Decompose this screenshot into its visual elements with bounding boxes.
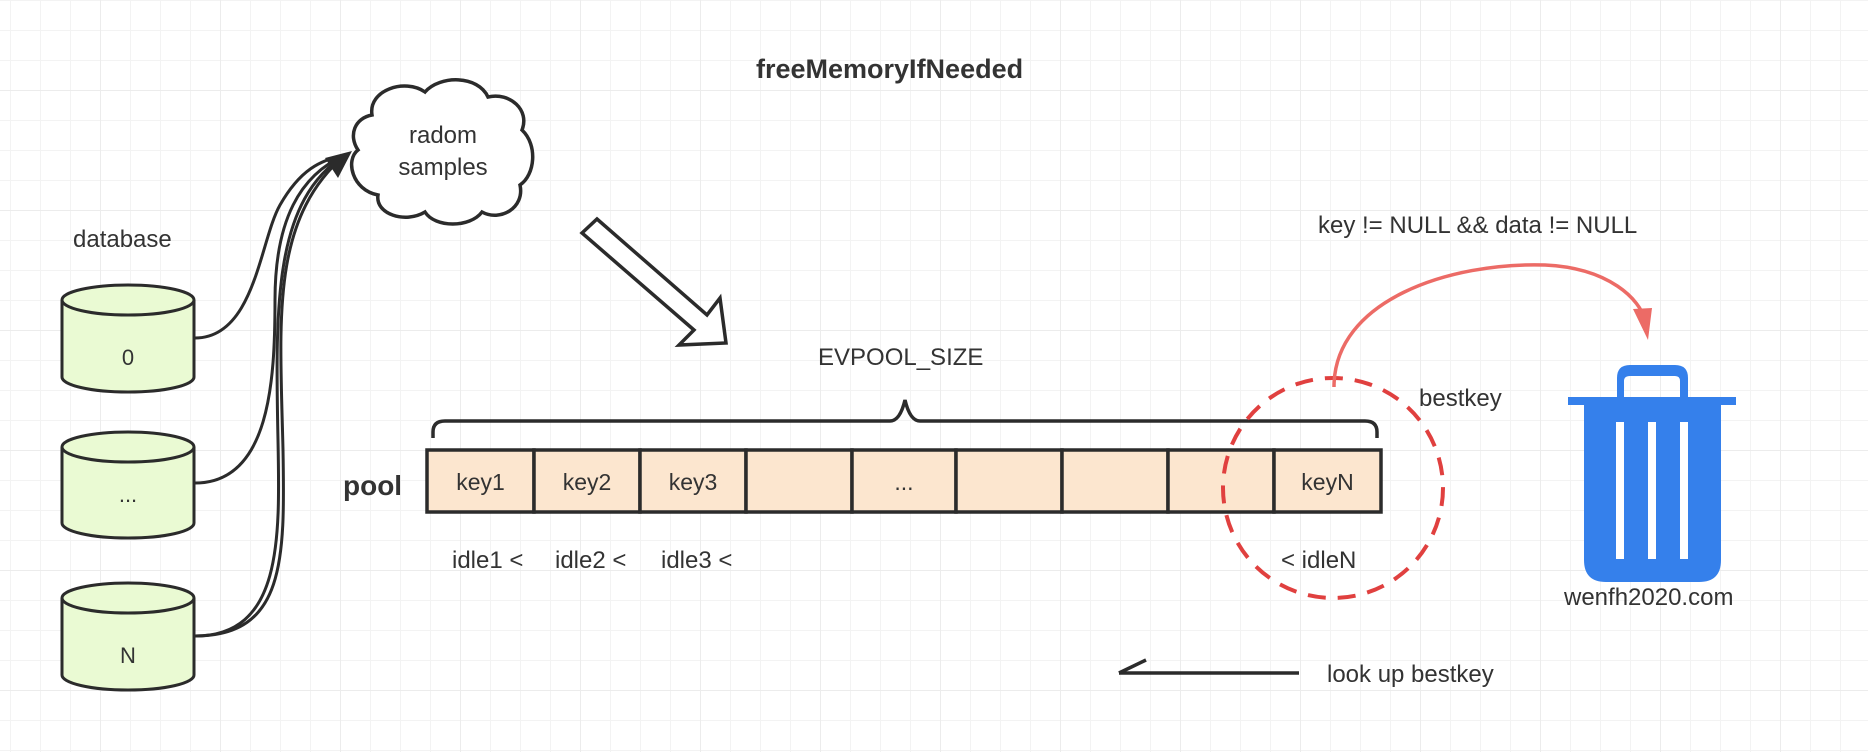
cylinder-top: [60, 581, 196, 615]
pool-cell-label: keyN: [1301, 469, 1353, 495]
idle-label-1: idle1 <: [452, 547, 524, 574]
pool-size-brace: [431, 399, 1379, 438]
trash-lid: [1568, 397, 1736, 405]
trash-slot: [1648, 422, 1656, 559]
pool-cell: [1166, 448, 1276, 514]
pool-cell-label: key3: [669, 469, 718, 495]
lookup-arrow-head: [1118, 658, 1147, 675]
pool-cell-label: key1: [456, 469, 505, 495]
idle-label-3: idle3 <: [661, 547, 733, 574]
trash-icon: [1568, 365, 1736, 582]
condition-label: key != NULL && data != NULL: [1318, 212, 1638, 239]
cloud-line-1: radom: [409, 122, 477, 149]
pool-cell-label: key2: [563, 469, 612, 495]
connector-arrowhead: [325, 151, 352, 178]
cylinder-top: [60, 283, 196, 317]
pool-cell: [850, 448, 958, 514]
pool-cell-label: ...: [894, 469, 913, 495]
sample-connectors: [194, 153, 346, 638]
cylinder-label: ...: [119, 482, 137, 507]
cylinder-label: N: [120, 643, 136, 668]
cylinder-top: [60, 430, 196, 464]
lookup-label: look up bestkey: [1327, 661, 1494, 688]
pool-cell: [425, 448, 536, 514]
connector-db-mid: [194, 153, 346, 485]
diagram-title: freeMemoryIfNeeded: [756, 54, 1024, 84]
pool-cell: [1060, 448, 1170, 514]
evict-arrow: [1332, 263, 1647, 388]
idle-label-2: idle2 <: [555, 547, 627, 574]
pool-cell: [1272, 448, 1383, 514]
bestkey-label: bestkey: [1419, 385, 1502, 412]
connector-db-0: [194, 153, 346, 340]
pool-cell: [744, 448, 854, 514]
trash-slot: [1680, 422, 1688, 559]
connector-db-n-2: [194, 153, 346, 638]
random-samples-cloud: radom samples: [349, 78, 535, 226]
pool-label: pool: [343, 470, 403, 501]
cylinder-body: [60, 300, 196, 394]
pool-size-label: EVPOOL_SIZE: [818, 344, 984, 371]
flow-arrow-icon: [579, 216, 728, 347]
idle-label-n: < idleN: [1281, 547, 1357, 574]
evict-arrowhead: [1633, 308, 1652, 340]
trash-handle: [1617, 365, 1688, 398]
trash-slot: [1616, 422, 1624, 559]
cloud-line-2: samples: [398, 154, 487, 181]
pool-array: key1 key2 key3... keyN: [425, 448, 1383, 514]
database-cylinder-n: N: [60, 581, 196, 692]
trash-label: wenfh2020.com: [1564, 584, 1734, 611]
cloud-shape: [349, 78, 535, 226]
cylinder-label: 0: [122, 345, 134, 370]
connector-db-n: [194, 153, 346, 638]
cylinder-body: [60, 447, 196, 540]
lookup-arrow: [1118, 658, 1299, 675]
database-cylinder-mid: ...: [60, 430, 196, 540]
cylinder-body: [60, 598, 196, 692]
pool-cell: [954, 448, 1064, 514]
pool-cell: [532, 448, 642, 514]
database-label: database: [73, 226, 172, 253]
database-cylinder-0: 0: [60, 283, 196, 394]
